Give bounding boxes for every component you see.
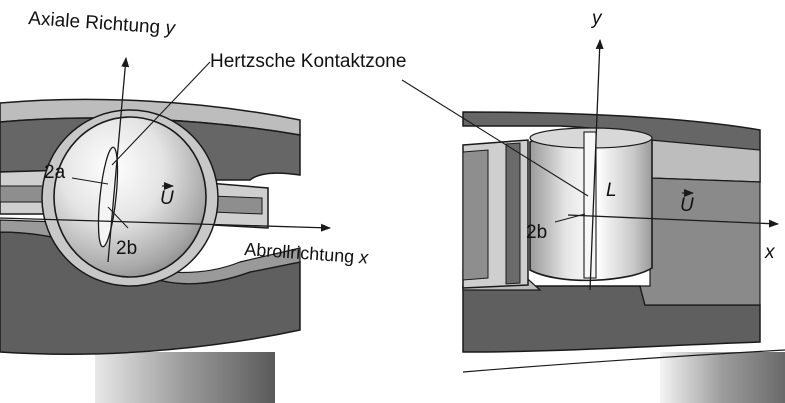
roller-2b-label: 2b — [526, 222, 547, 243]
roller-L-label: L — [606, 180, 617, 201]
roller-y-label: y — [590, 8, 603, 29]
roller-shaft-line — [462, 349, 785, 373]
roller-x-axis — [567, 214, 779, 228]
ball-2b-label: 2b — [116, 238, 137, 259]
roller-velocity-label: U — [680, 189, 694, 216]
ball-2a-leader — [71, 177, 109, 185]
roller-contact-strip — [583, 131, 597, 279]
roller-velocity-text: U — [680, 195, 694, 216]
ball-contact-ellipse — [97, 146, 119, 248]
roller-2b-leader — [554, 213, 586, 223]
roller-inner-ring — [462, 285, 761, 353]
ball-x-axis — [0, 217, 331, 232]
roller-shaft-shade — [660, 352, 785, 403]
axial-direction-label: Axiale Richtung y — [28, 8, 177, 39]
axial-direction-var: y — [163, 17, 177, 39]
ball — [53, 116, 207, 278]
roller-cage-left-slot — [462, 149, 489, 281]
roller-x-label: x — [764, 242, 776, 263]
contact-zone-leader-roller — [401, 79, 589, 197]
axial-direction-text: Axiale Richtung — [28, 8, 161, 38]
roller-bearing-drawing — [462, 39, 785, 403]
ball-cage-right-slot — [211, 195, 263, 215]
contact-zone-leader-ball — [111, 61, 211, 166]
ball-2a-label: 2a — [44, 162, 66, 183]
roller-cage-left-bar — [505, 142, 521, 285]
ball-bearing-drawing — [0, 57, 331, 403]
roller-ring-side — [639, 177, 761, 306]
rolling-direction-var: x — [358, 247, 370, 268]
ball-shaft-shade — [95, 352, 275, 403]
ball-velocity-text: U — [160, 188, 174, 209]
ball-2b-leader — [107, 206, 129, 229]
contact-zone-label: Hertzsche Kontaktzone — [210, 51, 406, 72]
roller-y-axis — [589, 39, 604, 291]
ball-velocity-label: U — [160, 182, 174, 209]
